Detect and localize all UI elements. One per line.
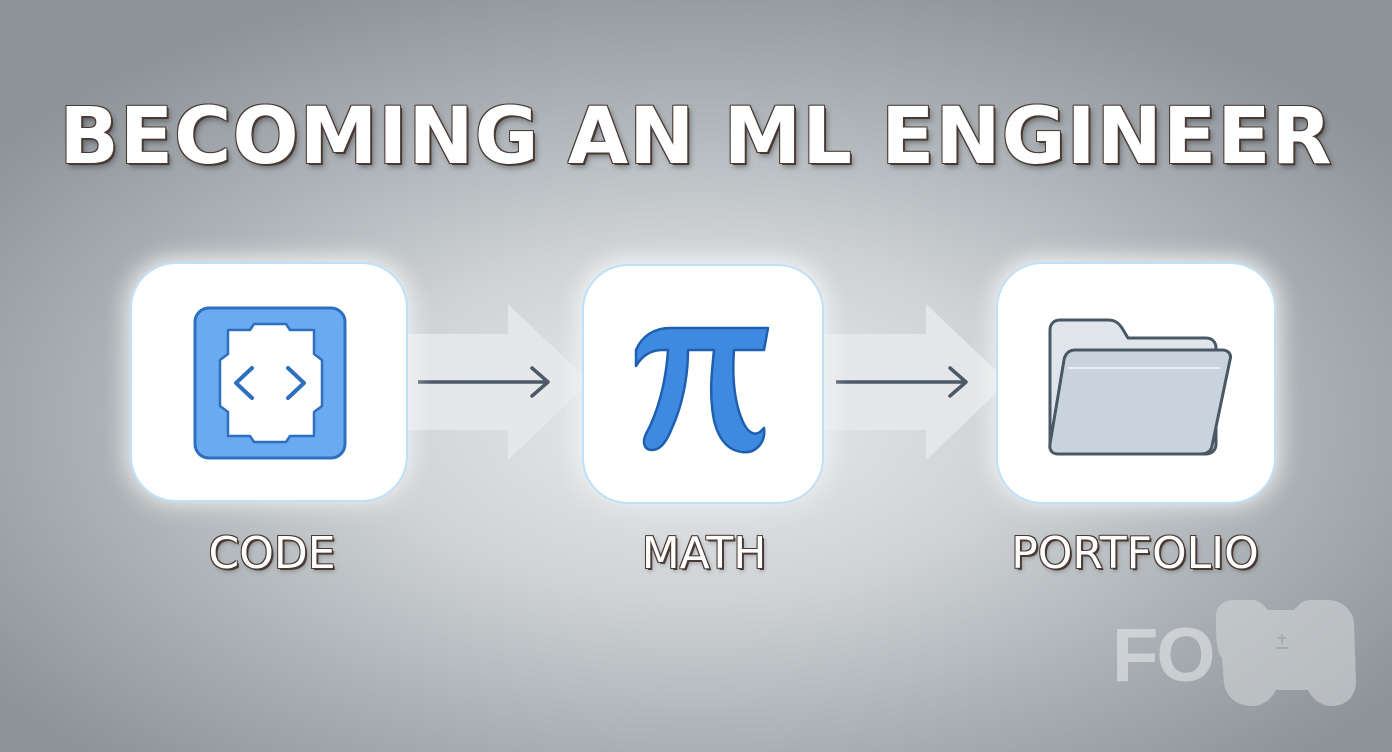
step-label-portfolio: PORTFOLIO bbox=[1011, 528, 1259, 579]
watermark: FO bbox=[1112, 598, 1362, 710]
step-label-code: CODE bbox=[208, 528, 336, 579]
step-label-math: MATH bbox=[641, 528, 767, 579]
connector-band-2 bbox=[818, 304, 1008, 460]
connector-band-1 bbox=[400, 304, 590, 460]
gamepad-icon bbox=[1216, 600, 1356, 706]
diagram-title: BECOMING AN ML ENGINEER bbox=[59, 92, 1333, 182]
step-tile-code bbox=[132, 264, 406, 500]
arrow-right-icon bbox=[418, 366, 550, 398]
pi-icon bbox=[634, 326, 770, 454]
watermark-text: FO bbox=[1112, 613, 1216, 698]
step-tile-portfolio bbox=[998, 264, 1274, 502]
arrow-right-icon bbox=[836, 366, 968, 398]
step-tile-math bbox=[584, 266, 822, 502]
folder-icon bbox=[1048, 318, 1232, 456]
code-brackets-icon bbox=[193, 306, 347, 460]
